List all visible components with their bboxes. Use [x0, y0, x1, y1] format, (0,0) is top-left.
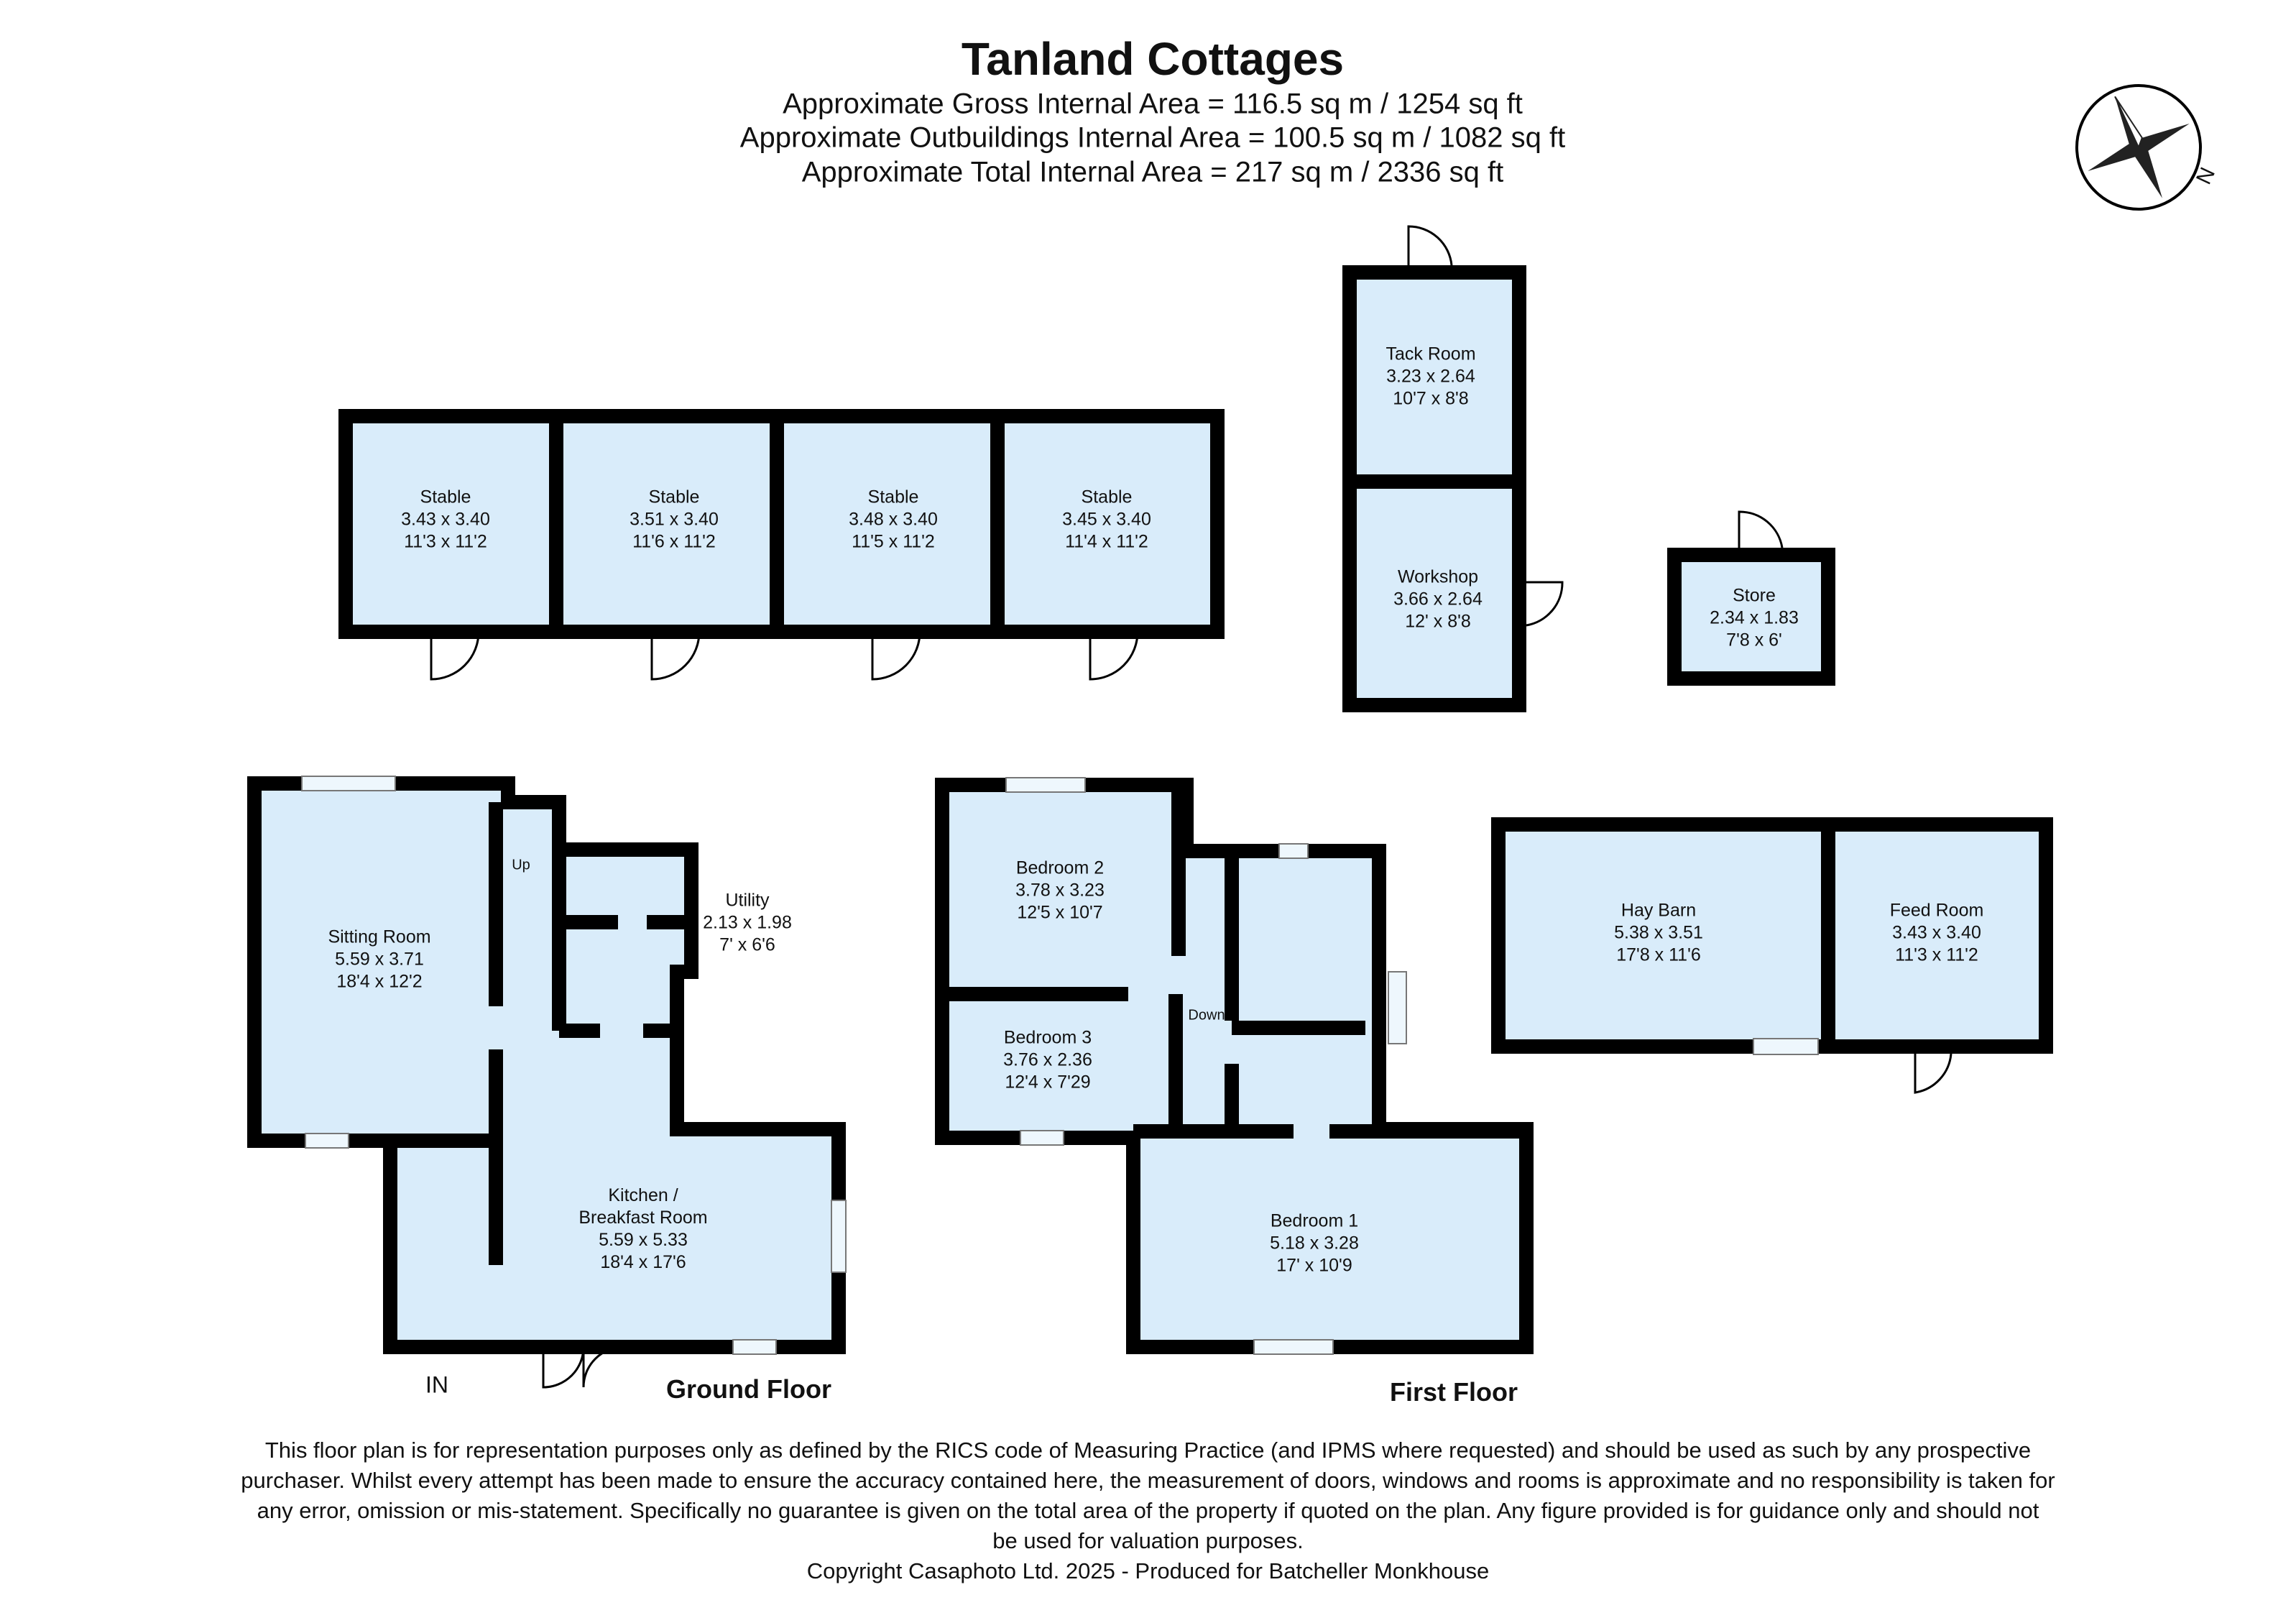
disclaimer-line: any error, omission or mis-statement. Sp…: [257, 1498, 2039, 1523]
stairs-up-label: Up: [512, 857, 530, 873]
disclaimer-line: be used for valuation purposes.: [992, 1528, 1304, 1553]
stairs-down-label: Down: [1188, 1007, 1225, 1024]
outbuildings-area: Approximate Outbuildings Internal Area =…: [739, 121, 1566, 154]
store-block: [1667, 548, 1835, 686]
total-area: Approximate Total Internal Area = 217 sq…: [801, 156, 1504, 188]
disclaimer-line: purchaser. Whilst every attempt has been…: [241, 1468, 2055, 1493]
disclaimer-line: This floor plan is for representation pu…: [264, 1438, 2032, 1463]
barn-block: [1491, 817, 2053, 1054]
first-floor-label: First Floor: [1390, 1377, 1518, 1407]
disclaimer: This floor plan is for representation pu…: [72, 1435, 2224, 1586]
entrance-label: IN: [425, 1371, 448, 1398]
ground-floor-outline: [247, 776, 846, 1354]
gross-area: Approximate Gross Internal Area = 116.5 …: [783, 88, 1523, 120]
copyright: Copyright Casaphoto Ltd. 2025 - Produced…: [806, 1558, 1490, 1583]
plan-title: Tanland Cottages: [961, 33, 1345, 85]
ground-floor-label: Ground Floor: [666, 1374, 831, 1404]
compass-rose-icon: [2075, 84, 2202, 211]
